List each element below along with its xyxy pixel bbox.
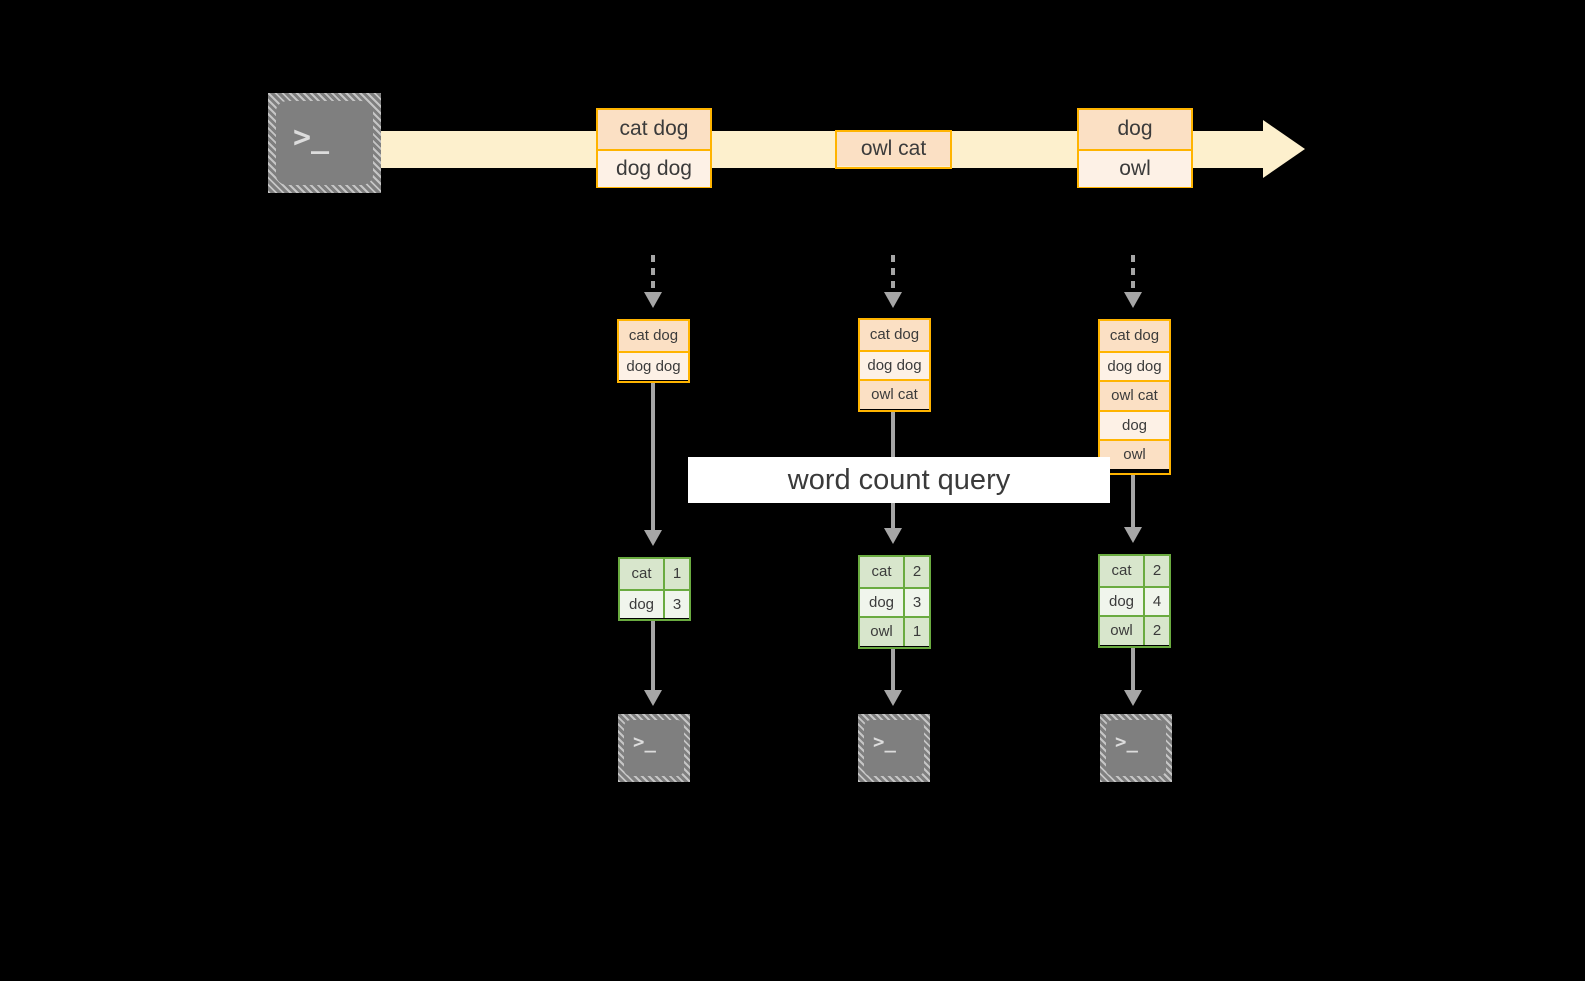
table-row: cat 1 bbox=[620, 559, 689, 589]
snapshot-3-input-box: cat dog dog dog owl cat dog owl bbox=[1098, 319, 1171, 475]
snapshot-1-sink-terminal-icon[interactable]: >_ bbox=[618, 714, 690, 782]
stream-arrow-head-icon bbox=[1263, 120, 1305, 178]
sink-terminal-screen bbox=[1106, 720, 1166, 776]
snapshot-1-result-table: cat 1 dog 3 bbox=[618, 557, 691, 621]
snapshot-3-sink-arrow-head-icon bbox=[1123, 690, 1142, 706]
table-row: owl 2 bbox=[1100, 615, 1169, 645]
stream-record-group-2: owl cat bbox=[835, 130, 952, 169]
stream-record-line: owl cat bbox=[837, 132, 950, 166]
snapshot-input-line: owl cat bbox=[1100, 380, 1169, 410]
result-count-cell: 4 bbox=[1152, 592, 1162, 610]
snapshot-2-input-box: cat dog dog dog owl cat bbox=[858, 318, 931, 412]
snapshot-3-input-dashed-line bbox=[1131, 255, 1135, 295]
result-count-cell: 2 bbox=[1152, 622, 1162, 640]
snapshot-2-sink-line bbox=[891, 649, 895, 699]
result-word-cell: dog bbox=[1100, 587, 1145, 615]
snapshot-1-query-arrow-head-icon bbox=[643, 530, 662, 546]
result-word-cell: owl bbox=[1100, 617, 1145, 645]
result-count-cell: 3 bbox=[672, 595, 682, 613]
snapshot-input-line: owl bbox=[1100, 439, 1169, 469]
snapshot-2-sink-terminal-icon[interactable]: >_ bbox=[858, 714, 930, 782]
table-row: dog 3 bbox=[860, 586, 929, 616]
result-word-cell: cat bbox=[1100, 556, 1145, 586]
table-row: dog 3 bbox=[620, 588, 689, 618]
snapshot-input-line: dog dog bbox=[1100, 350, 1169, 380]
snapshot-3-sink-line bbox=[1131, 648, 1135, 699]
snapshot-input-line: cat dog bbox=[619, 321, 688, 351]
source-terminal-prompt-glyph: >_ bbox=[293, 120, 330, 155]
snapshot-input-line: dog dog bbox=[619, 350, 688, 380]
snapshot-2-query-arrow-head-icon bbox=[883, 528, 902, 544]
snapshot-1-query-line bbox=[651, 383, 655, 540]
snapshot-3-query-arrow-head-icon bbox=[1123, 527, 1142, 543]
sink-terminal-prompt-glyph: >_ bbox=[873, 731, 896, 753]
query-label-bar: word count query bbox=[688, 457, 1110, 503]
snapshot-3-result-table: cat 2 dog 4 owl 2 bbox=[1098, 554, 1171, 648]
snapshot-input-line: owl cat bbox=[860, 379, 929, 409]
snapshot-input-line: dog dog bbox=[860, 349, 929, 379]
snapshot-input-line: dog bbox=[1100, 409, 1169, 439]
table-row: dog 4 bbox=[1100, 585, 1169, 615]
stream-record-group-3: dog owl bbox=[1077, 108, 1193, 188]
snapshot-1-input-box: cat dog dog dog bbox=[617, 319, 690, 383]
snapshot-2-result-table: cat 2 dog 3 owl 1 bbox=[858, 555, 931, 649]
snapshot-input-line: cat dog bbox=[1100, 321, 1169, 351]
snapshot-1-input-dashed-line bbox=[651, 255, 655, 295]
result-count-cell: 2 bbox=[912, 563, 922, 581]
snapshot-1-sink-line bbox=[651, 621, 655, 699]
snapshot-3-query-line bbox=[1131, 475, 1135, 537]
stream-record-line: dog dog bbox=[598, 148, 710, 187]
table-row: cat 2 bbox=[1100, 556, 1169, 586]
result-word-cell: cat bbox=[620, 559, 665, 589]
result-word-cell: dog bbox=[620, 590, 665, 618]
source-terminal-screen bbox=[276, 101, 373, 185]
snapshot-2-input-dashed-line bbox=[891, 255, 895, 295]
result-count-cell: 1 bbox=[912, 623, 922, 641]
sink-terminal-screen bbox=[864, 720, 924, 776]
stream-record-line: cat dog bbox=[598, 110, 710, 149]
snapshot-1-input-arrow-head-icon bbox=[643, 292, 662, 308]
result-word-cell: dog bbox=[860, 588, 905, 616]
sink-terminal-prompt-glyph: >_ bbox=[633, 731, 656, 753]
sink-terminal-prompt-glyph: >_ bbox=[1115, 731, 1138, 753]
table-row: owl 1 bbox=[860, 616, 929, 646]
snapshot-1-sink-arrow-head-icon bbox=[643, 690, 662, 706]
snapshot-3-input-arrow-head-icon bbox=[1123, 292, 1142, 308]
stream-record-group-1: cat dog dog dog bbox=[596, 108, 712, 188]
query-label-text: word count query bbox=[787, 463, 1011, 496]
snapshot-input-line: cat dog bbox=[860, 320, 929, 350]
stream-record-line: owl bbox=[1079, 148, 1191, 187]
snapshot-2-sink-arrow-head-icon bbox=[883, 690, 902, 706]
stream-record-line: dog bbox=[1079, 110, 1191, 149]
result-count-cell: 3 bbox=[912, 593, 922, 611]
result-word-cell: cat bbox=[860, 557, 905, 587]
snapshot-3-sink-terminal-icon[interactable]: >_ bbox=[1100, 714, 1172, 782]
sink-terminal-screen bbox=[624, 720, 684, 776]
snapshot-2-input-arrow-head-icon bbox=[883, 292, 902, 308]
result-word-cell: owl bbox=[860, 618, 905, 646]
result-count-cell: 1 bbox=[672, 565, 682, 583]
table-row: cat 2 bbox=[860, 557, 929, 587]
result-count-cell: 2 bbox=[1152, 562, 1162, 580]
source-terminal-icon[interactable]: >_ bbox=[268, 93, 381, 193]
